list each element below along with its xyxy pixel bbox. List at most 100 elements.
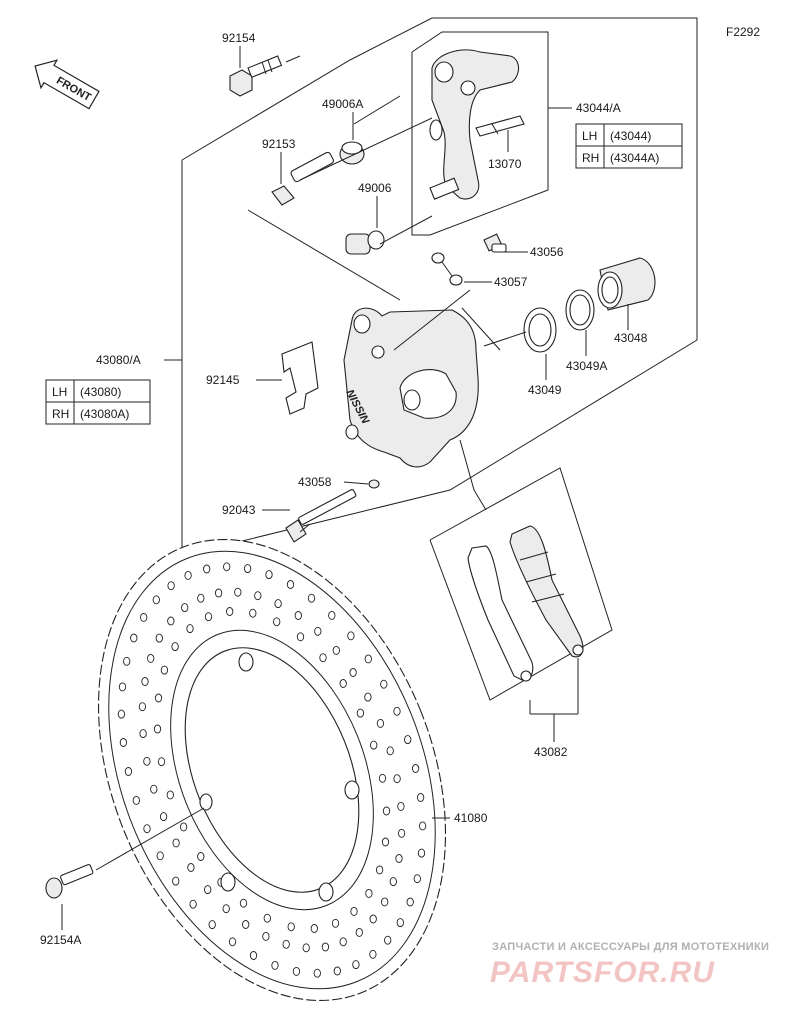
disc-drill-hole: [203, 564, 211, 574]
table-43080-part-lh: (43080): [80, 385, 121, 399]
label-92153: 92153: [262, 137, 296, 151]
figure-code: F2292: [726, 25, 760, 39]
disc-drill-hole: [384, 935, 392, 945]
disc-drill-hole: [364, 654, 372, 664]
disc-drill-hole: [319, 653, 327, 663]
disc-drill-hole: [417, 848, 426, 858]
disc-drill-hole: [393, 774, 401, 784]
disc-drill-hole: [197, 593, 205, 603]
seal-43049A: [565, 289, 595, 331]
cap-43057: [431, 252, 463, 286]
label-43049: 43049: [528, 383, 562, 397]
bush-49006: [345, 230, 385, 255]
disc-drill-hole: [159, 812, 168, 822]
disc-drill-hole: [186, 624, 194, 634]
disc-drill-hole: [355, 927, 363, 937]
table-43080-part-rh: (43080A): [80, 407, 129, 421]
disc-drill-hole: [249, 951, 258, 960]
disc-drill-hole: [307, 593, 316, 603]
table-43044: LH (43044) RH (43044A): [575, 123, 683, 169]
disc-drill-hole: [313, 968, 321, 978]
disc-drill-hole: [282, 939, 290, 949]
label-43056: 43056: [530, 245, 564, 259]
disc-drill-hole: [349, 668, 357, 677]
pin-92153: [271, 151, 334, 206]
disc-drill-hole: [339, 937, 347, 947]
label-43082: 43082: [534, 745, 568, 759]
disc-drill-hole: [156, 851, 164, 861]
disc-drill-hole: [132, 795, 140, 805]
disc-drill-hole: [381, 837, 390, 847]
disc-drill-hole: [274, 599, 282, 609]
disc-drill-hole: [172, 838, 180, 848]
disc-drill-hole: [265, 570, 273, 580]
disc-drill-hole: [167, 581, 175, 591]
label-92154: 92154: [222, 31, 256, 45]
disc-drill-hole: [271, 960, 279, 970]
disc-drill-hole: [328, 610, 336, 620]
label-43044A: 43044/A: [576, 101, 621, 115]
disc-drill-hole: [249, 608, 257, 618]
disc-drill-hole: [294, 611, 302, 620]
label-92043: 92043: [222, 503, 256, 517]
disc-drill-hole: [331, 918, 340, 928]
disc-drill-hole: [117, 709, 126, 719]
pin-92043: [285, 489, 357, 543]
disc-drill-hole: [171, 642, 179, 652]
disc-drill-hole: [413, 874, 421, 884]
bracket-box-43044: [411, 31, 549, 236]
disc-drill-hole: [321, 942, 330, 952]
piston-43048: [597, 257, 656, 311]
front-arrow-icon: FRONT: [34, 59, 100, 110]
table-43044-side-lh: LH: [582, 129, 597, 143]
disc-drill-hole: [406, 897, 414, 907]
disc-drill-hole: [181, 603, 189, 613]
watermark-logo: PARTSFOR.RU: [490, 956, 715, 989]
disc-drill-hole: [380, 679, 388, 689]
brake-pads-43082: [467, 525, 584, 682]
disc-drill-hole: [239, 898, 248, 908]
bolt-92154: [229, 55, 283, 97]
label-43057: 43057: [494, 275, 528, 289]
disc-drill-hole: [179, 822, 188, 832]
disc-drill-hole: [381, 897, 389, 907]
disc-drill-hole: [378, 773, 387, 783]
disc-drill-hole: [242, 920, 250, 929]
bolt-92154A: [45, 864, 94, 899]
disc-drill-hole: [369, 914, 377, 924]
disc-drill-hole: [118, 682, 127, 692]
disc-drill-hole: [204, 612, 213, 622]
disc-drill-hole: [130, 633, 138, 643]
disc-drill-hole: [184, 570, 192, 580]
cap-43058: [368, 479, 380, 489]
disc-drill-hole: [375, 865, 384, 875]
disc-drill-hole: [167, 616, 175, 626]
disc-drill-hole: [350, 906, 358, 916]
disc-drill-hole: [254, 591, 262, 601]
disc-drill-hole: [296, 632, 305, 642]
disc-drill-hole: [140, 612, 148, 622]
disc-drill-hole: [292, 966, 301, 976]
disc-drill-hole: [154, 693, 163, 703]
disc-drill-hole: [197, 852, 205, 861]
disc-drill-hole: [418, 821, 427, 831]
disc-drill-hole: [228, 937, 237, 947]
disc-drill-hole: [123, 656, 131, 666]
disc-drill-hole: [157, 757, 166, 767]
watermark-tagline: ЗАПЧАСТИ И АКСЕССУАРЫ ДЛЯ МОТОТЕХНИКИ: [492, 941, 769, 953]
disc-drill-hole: [310, 924, 318, 933]
disc-drill-hole: [286, 580, 295, 589]
disc-drill-hole: [222, 904, 230, 914]
disc-drill-hole: [376, 718, 385, 728]
brake-disc-41080: [97, 538, 447, 1002]
disc-drill-hole: [370, 740, 378, 750]
clip-13070: [475, 115, 525, 137]
disc-drill-hole: [263, 913, 271, 923]
disc-drill-hole: [302, 943, 310, 953]
disc-drill-hole: [273, 617, 281, 627]
disc-drill-hole: [243, 564, 252, 574]
disc-drill-hole: [347, 631, 355, 641]
bush-49006A: [339, 141, 365, 165]
disc-drill-hole: [150, 784, 158, 794]
disc-drill-hole: [386, 746, 394, 756]
